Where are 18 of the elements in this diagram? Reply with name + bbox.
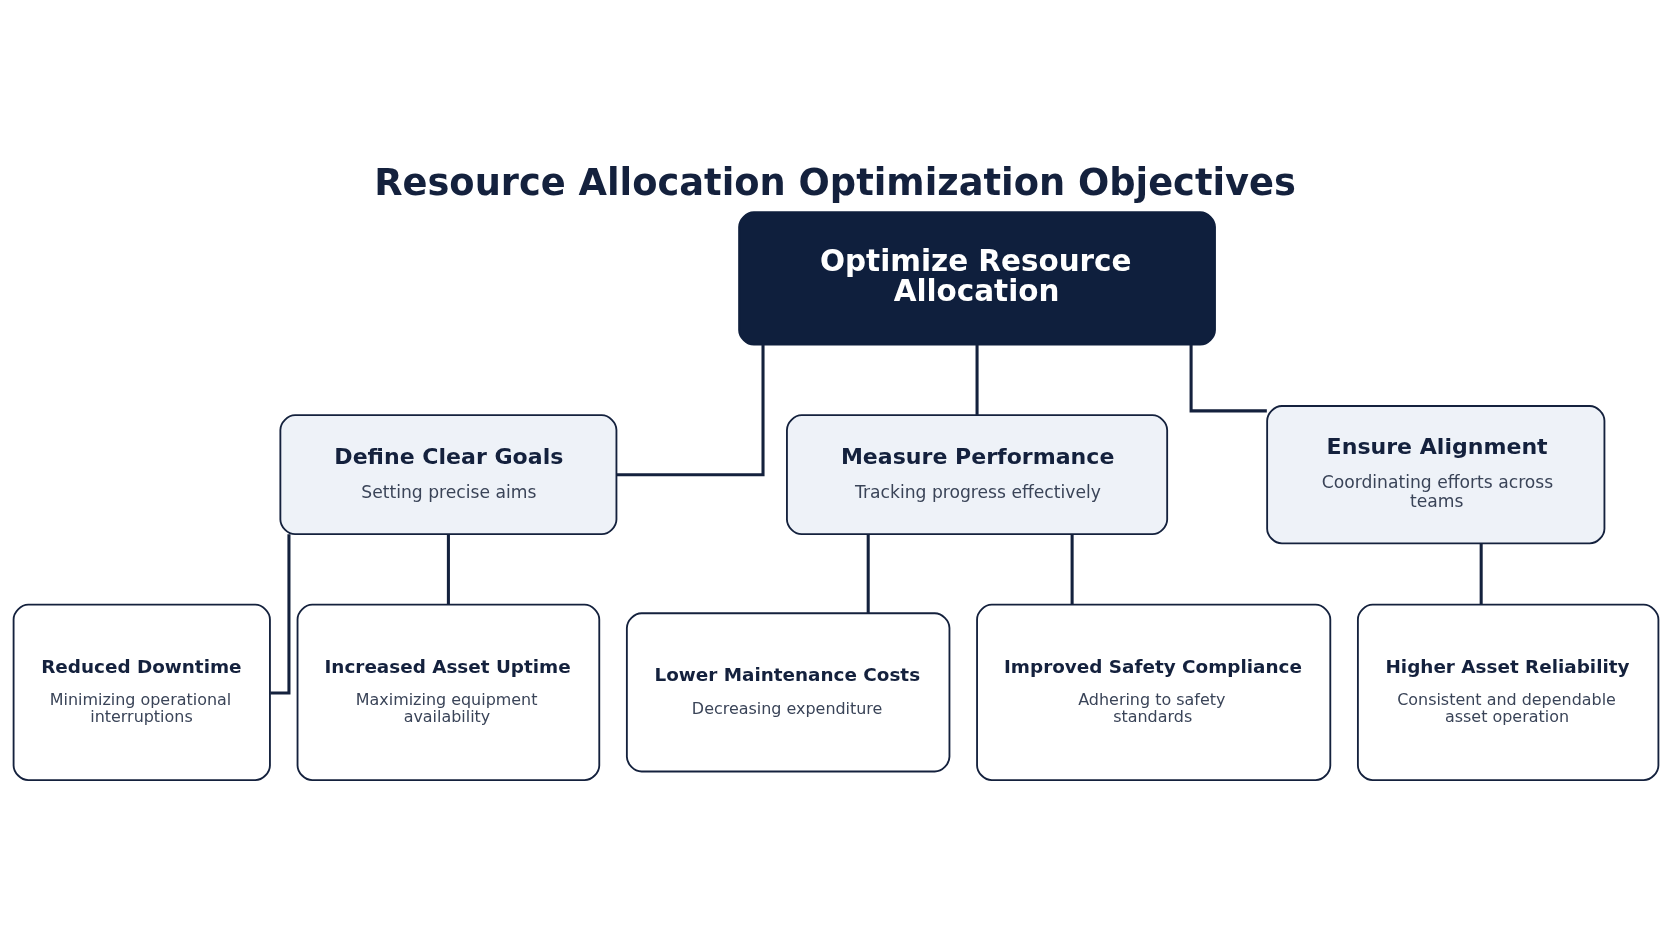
node-box: Measure Performance Tracking progress effectively <box>786 413 1169 535</box>
connector <box>270 533 291 695</box>
node-box: Increased Asset Uptime Maximizing equipment availability <box>296 603 601 781</box>
node-box: Reduced Downtime Minimizing operational interruptions <box>12 603 271 781</box>
connector <box>616 344 765 476</box>
connector <box>1070 533 1074 604</box>
connector <box>1189 344 1267 412</box>
connector <box>975 344 979 415</box>
node-box: Optimize Resource Allocation <box>738 210 1216 346</box>
connector <box>446 533 450 604</box>
node-box: Higher Asset Reliability Consistent and dependable asset operation <box>1357 603 1660 781</box>
connector <box>866 533 870 613</box>
node-box: Define Clear Goals Setting precise aims <box>279 413 618 535</box>
connector <box>1479 543 1483 604</box>
node-box: Ensure Alignment Coordinating efforts across teams <box>1266 404 1606 544</box>
diagram-title: Resource Allocation Optimization Objectives <box>374 160 1296 204</box>
node-box: Improved Safety Compliance Adhering to safety standards <box>976 603 1332 781</box>
node-box: Lower Maintenance Costs Decreasing expenditure <box>625 611 951 772</box>
